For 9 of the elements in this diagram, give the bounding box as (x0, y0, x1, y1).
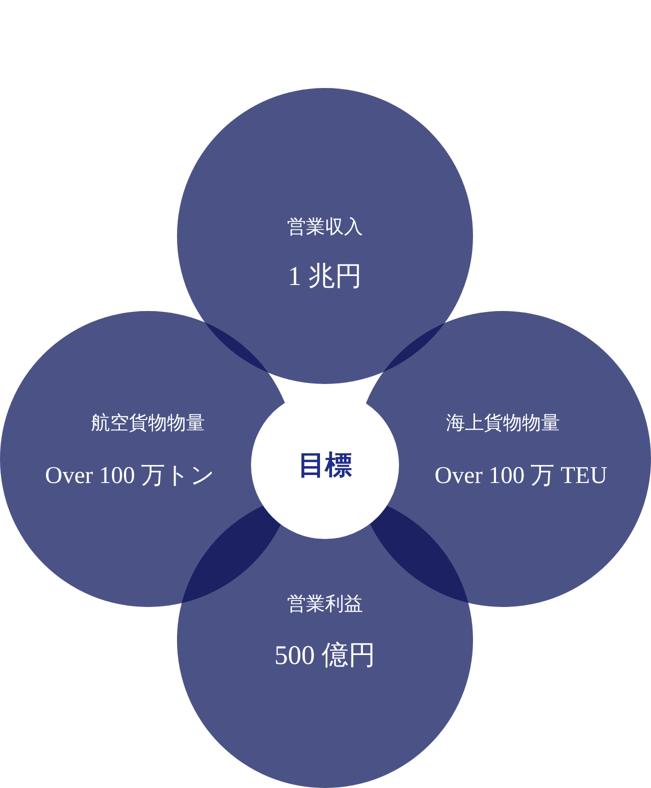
target-value: Over 100 万トン (44, 462, 216, 491)
goal-label: 目標 (297, 449, 353, 482)
target-value: Over 100 万 TEU (434, 462, 608, 491)
target-value: 1 兆円 (286, 260, 364, 293)
metric-heading: 海上貨物物量 (445, 412, 561, 436)
metric-heading: 航空貨物物量 (90, 412, 206, 436)
target-value: 500 億円 (273, 639, 377, 672)
metric-heading: 営業利益 (286, 593, 364, 617)
metric-heading: 営業収入 (286, 216, 364, 240)
